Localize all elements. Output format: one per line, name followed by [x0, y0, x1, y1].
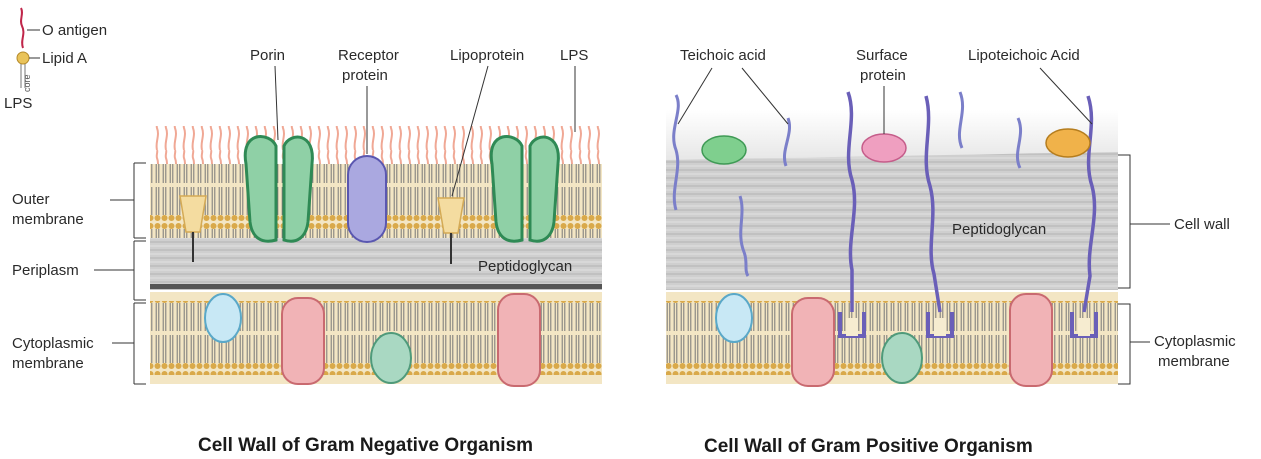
gram-negative-panel: O antigen Lipid A core LPS Porin Recepto… — [4, 8, 602, 456]
cyto-protein-pink-neg-1 — [282, 298, 324, 384]
label-periplasm: Periplasm — [12, 262, 79, 279]
label-peptidoglycan-neg: Peptidoglycan — [478, 258, 572, 275]
label-receptor-line1: Receptor — [338, 47, 399, 64]
bracket-cell-wall — [1118, 155, 1130, 288]
surface-protein-green — [702, 136, 746, 164]
caption-gram-negative: Cell Wall of Gram Negative Organism — [198, 435, 533, 456]
label-surface-line1: Surface — [856, 47, 908, 64]
cyto-protein-pink-neg-2 — [498, 294, 540, 386]
label-lps-top: LPS — [560, 47, 588, 64]
label-outer-line1: Outer — [12, 191, 50, 208]
bracket-periplasm — [134, 241, 146, 300]
surface-protein-orange — [1046, 129, 1090, 157]
label-o-antigen: O antigen — [42, 22, 107, 39]
label-lipoprotein: Lipoprotein — [450, 47, 524, 64]
label-surface-line2: protein — [860, 67, 906, 84]
caption-gram-positive: Cell Wall of Gram Positive Organism — [704, 436, 1033, 457]
bracket-outer-membrane — [134, 163, 146, 238]
label-lipoteichoic-acid: Lipoteichoic Acid — [968, 47, 1080, 64]
label-cyto-neg-line2: membrane — [12, 355, 84, 372]
label-lps-legend: LPS — [4, 95, 32, 112]
cyto-protein-lightblue-pos — [716, 294, 752, 342]
bracket-cyto-neg — [134, 303, 146, 384]
label-cyto-pos-line1: Cytoplasmic — [1154, 333, 1236, 350]
cyto-protein-pink-pos-1 — [792, 298, 834, 386]
cyto-protein-lightblue-neg — [205, 294, 241, 342]
receptor-protein — [348, 156, 386, 242]
label-lipid-a: Lipid A — [42, 50, 87, 67]
label-cyto-pos-line2: membrane — [1158, 353, 1230, 370]
surface-protein-pink — [862, 134, 906, 162]
label-receptor-line2: protein — [342, 67, 388, 84]
bracket-cyto-pos — [1118, 304, 1130, 384]
label-cell-wall: Cell wall — [1174, 216, 1230, 233]
gram-positive-panel: Teichoic acid Surface protein Lipoteicho… — [666, 47, 1236, 457]
label-outer-line2: membrane — [12, 211, 84, 228]
label-peptidoglycan-pos: Peptidoglycan — [952, 221, 1046, 238]
label-core: core — [22, 74, 32, 92]
cyto-protein-pink-pos-2 — [1010, 294, 1052, 386]
label-porin: Porin — [250, 47, 285, 64]
cyto-protein-teal-pos — [882, 333, 922, 383]
label-cyto-neg-line1: Cytoplasmic — [12, 335, 94, 352]
label-teichoic-acid: Teichoic acid — [680, 47, 766, 64]
cyto-protein-teal-neg — [371, 333, 411, 383]
peptidoglycan-dark-line — [150, 284, 602, 289]
peptidoglycan-thick-layer — [666, 152, 1118, 290]
